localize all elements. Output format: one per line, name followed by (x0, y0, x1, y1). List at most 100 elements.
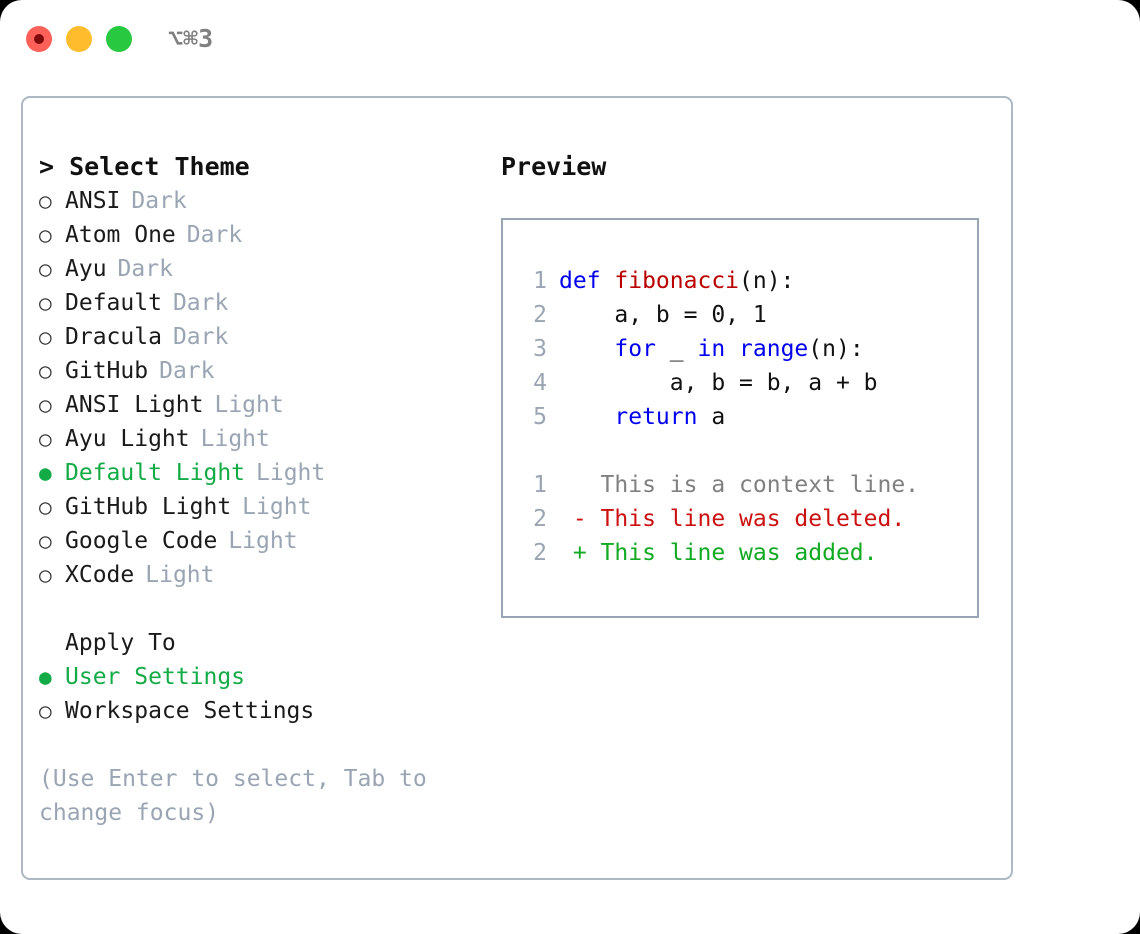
list-item[interactable]: ○ ANSI Dark (39, 184, 499, 218)
line-number: 1 (533, 472, 547, 498)
list-gap (39, 592, 499, 626)
radio-icon[interactable]: ○ (39, 699, 52, 723)
list-item[interactable]: ○ Google Code Light (39, 524, 499, 558)
preview-column: Preview 1 def fibonacci(n): 2 a, b = 0, … (501, 150, 1001, 618)
token-plain: a (697, 404, 726, 430)
line-number: 3 (533, 336, 547, 362)
theme-name: Ayu (65, 256, 107, 282)
radio-icon[interactable]: ○ (39, 189, 52, 213)
diff-line-context: 1 This is a context line. (519, 468, 977, 502)
theme-name: Dracula (65, 324, 162, 350)
theme-variant-tag: Light (200, 426, 270, 452)
select-theme-header: > Select Theme (39, 152, 250, 181)
code-line: 4 a, b = b, a + b (519, 366, 977, 400)
theme-name: GitHub (65, 358, 149, 384)
theme-variant-tag: Dark (131, 188, 187, 214)
code-content: a, b = b, a + b (559, 370, 878, 396)
line-number: 2 (533, 302, 547, 328)
radio-icon[interactable]: ○ (39, 393, 52, 417)
theme-variant-tag: Dark (186, 222, 243, 248)
theme-list[interactable]: ○ ANSI Dark ○ Atom One Dark ○ Ayu Dark ○… (39, 184, 499, 592)
apply-to-label: User Settings (65, 664, 246, 690)
diff-line-added: 2 + This line was added. (519, 536, 977, 570)
token-plain: (n): (739, 268, 795, 294)
radio-icon-selected[interactable]: ● (39, 461, 52, 485)
code-line: 2 a, b = 0, 1 (519, 298, 977, 332)
maximize-window-button[interactable] (106, 26, 132, 52)
apply-to-label: Workspace Settings (65, 698, 315, 724)
token-plain (559, 336, 614, 362)
radio-icon[interactable]: ○ (39, 359, 52, 383)
radio-icon[interactable]: ○ (39, 495, 52, 519)
code-content: return a (559, 400, 725, 434)
apply-to-header: Apply To (65, 630, 176, 656)
list-item[interactable]: ○ ANSI Light Light (39, 388, 499, 422)
code-content: for _ in range(n): (559, 332, 864, 366)
radio-icon[interactable]: ○ (39, 291, 52, 315)
line-number: 2 (533, 540, 547, 566)
token-plain (559, 404, 614, 430)
code-content: def fibonacci(n): (559, 264, 794, 298)
theme-variant-tag: Light (256, 460, 326, 486)
theme-name: Default Light (65, 460, 246, 486)
token-builtin: range (739, 336, 809, 362)
theme-picker-dialog: > Select Theme ○ ANSI Dark ○ Atom One Da… (21, 96, 1013, 880)
code-line: 5 return a (519, 400, 977, 434)
close-window-button[interactable] (26, 26, 52, 52)
diff-content: - This line was deleted. (559, 506, 906, 532)
theme-name: Google Code (65, 528, 218, 554)
token-keyword: in (697, 336, 726, 362)
theme-list-column: > Select Theme ○ ANSI Dark ○ Atom One Da… (39, 150, 499, 830)
theme-name: Default (65, 290, 162, 316)
code-content: a, b = 0, 1 (559, 302, 767, 328)
radio-icon[interactable]: ○ (39, 223, 52, 247)
theme-name: Atom One (65, 222, 176, 248)
theme-variant-tag: Light (145, 562, 215, 588)
list-item[interactable]: ○ XCode Light (39, 558, 499, 592)
radio-icon[interactable]: ○ (39, 325, 52, 349)
list-item[interactable]: ○ Dracula Dark (39, 320, 499, 354)
list-item[interactable]: ○ Default Dark (39, 286, 499, 320)
theme-variant-tag: Light (242, 494, 312, 520)
line-number: 1 (533, 268, 547, 294)
theme-variant-tag: Dark (117, 256, 173, 282)
list-item[interactable]: ○ Ayu Dark (39, 252, 499, 286)
keyboard-hint-text: (Use Enter to select, Tab to change focu… (39, 766, 441, 826)
theme-variant-tag: Light (214, 392, 284, 418)
list-item[interactable]: ○ Ayu Light Light (39, 422, 499, 456)
list-item[interactable]: ○ Atom One Dark (39, 218, 499, 252)
radio-icon[interactable]: ○ (39, 257, 52, 281)
token-keyword: for (614, 336, 656, 362)
code-line: 1 def fibonacci(n): (519, 264, 977, 298)
radio-icon[interactable]: ○ (39, 529, 52, 553)
line-number: 5 (533, 404, 547, 430)
apply-to-option-user[interactable]: ● User Settings (39, 660, 499, 694)
preview-header: Preview (501, 152, 607, 181)
token-keyword: def (559, 268, 615, 294)
radio-icon-selected[interactable]: ● (39, 665, 52, 689)
list-item[interactable]: ○ GitHub Light Light (39, 490, 499, 524)
theme-variant-tag: Light (228, 528, 298, 554)
token-plain: (n): (808, 336, 864, 362)
token-plain: _ (655, 336, 698, 362)
token-plain (725, 336, 739, 362)
token-function: fibonacci (614, 268, 740, 294)
apply-to-options[interactable]: ● User Settings ○ Workspace Settings (39, 660, 499, 728)
apply-to-option-workspace[interactable]: ○ Workspace Settings (39, 694, 499, 728)
diff-content: + This line was added. (559, 540, 878, 566)
code-blank-line (519, 434, 977, 468)
diff-content: This is a context line. (559, 472, 920, 498)
title-bar: ⌥⌘3 (0, 0, 1140, 78)
list-item-selected[interactable]: ● Default Light Light (39, 456, 499, 490)
code-line: 3 for _ in range(n): (519, 332, 977, 366)
radio-icon[interactable]: ○ (39, 563, 52, 587)
line-number: 2 (533, 506, 547, 532)
token-keyword: return (614, 404, 698, 430)
list-item[interactable]: ○ GitHub Dark (39, 354, 499, 388)
theme-name: ANSI Light (65, 392, 204, 418)
theme-name: GitHub Light (65, 494, 232, 520)
theme-variant-tag: Dark (172, 290, 229, 316)
minimize-window-button[interactable] (66, 26, 92, 52)
radio-icon[interactable]: ○ (39, 427, 52, 451)
